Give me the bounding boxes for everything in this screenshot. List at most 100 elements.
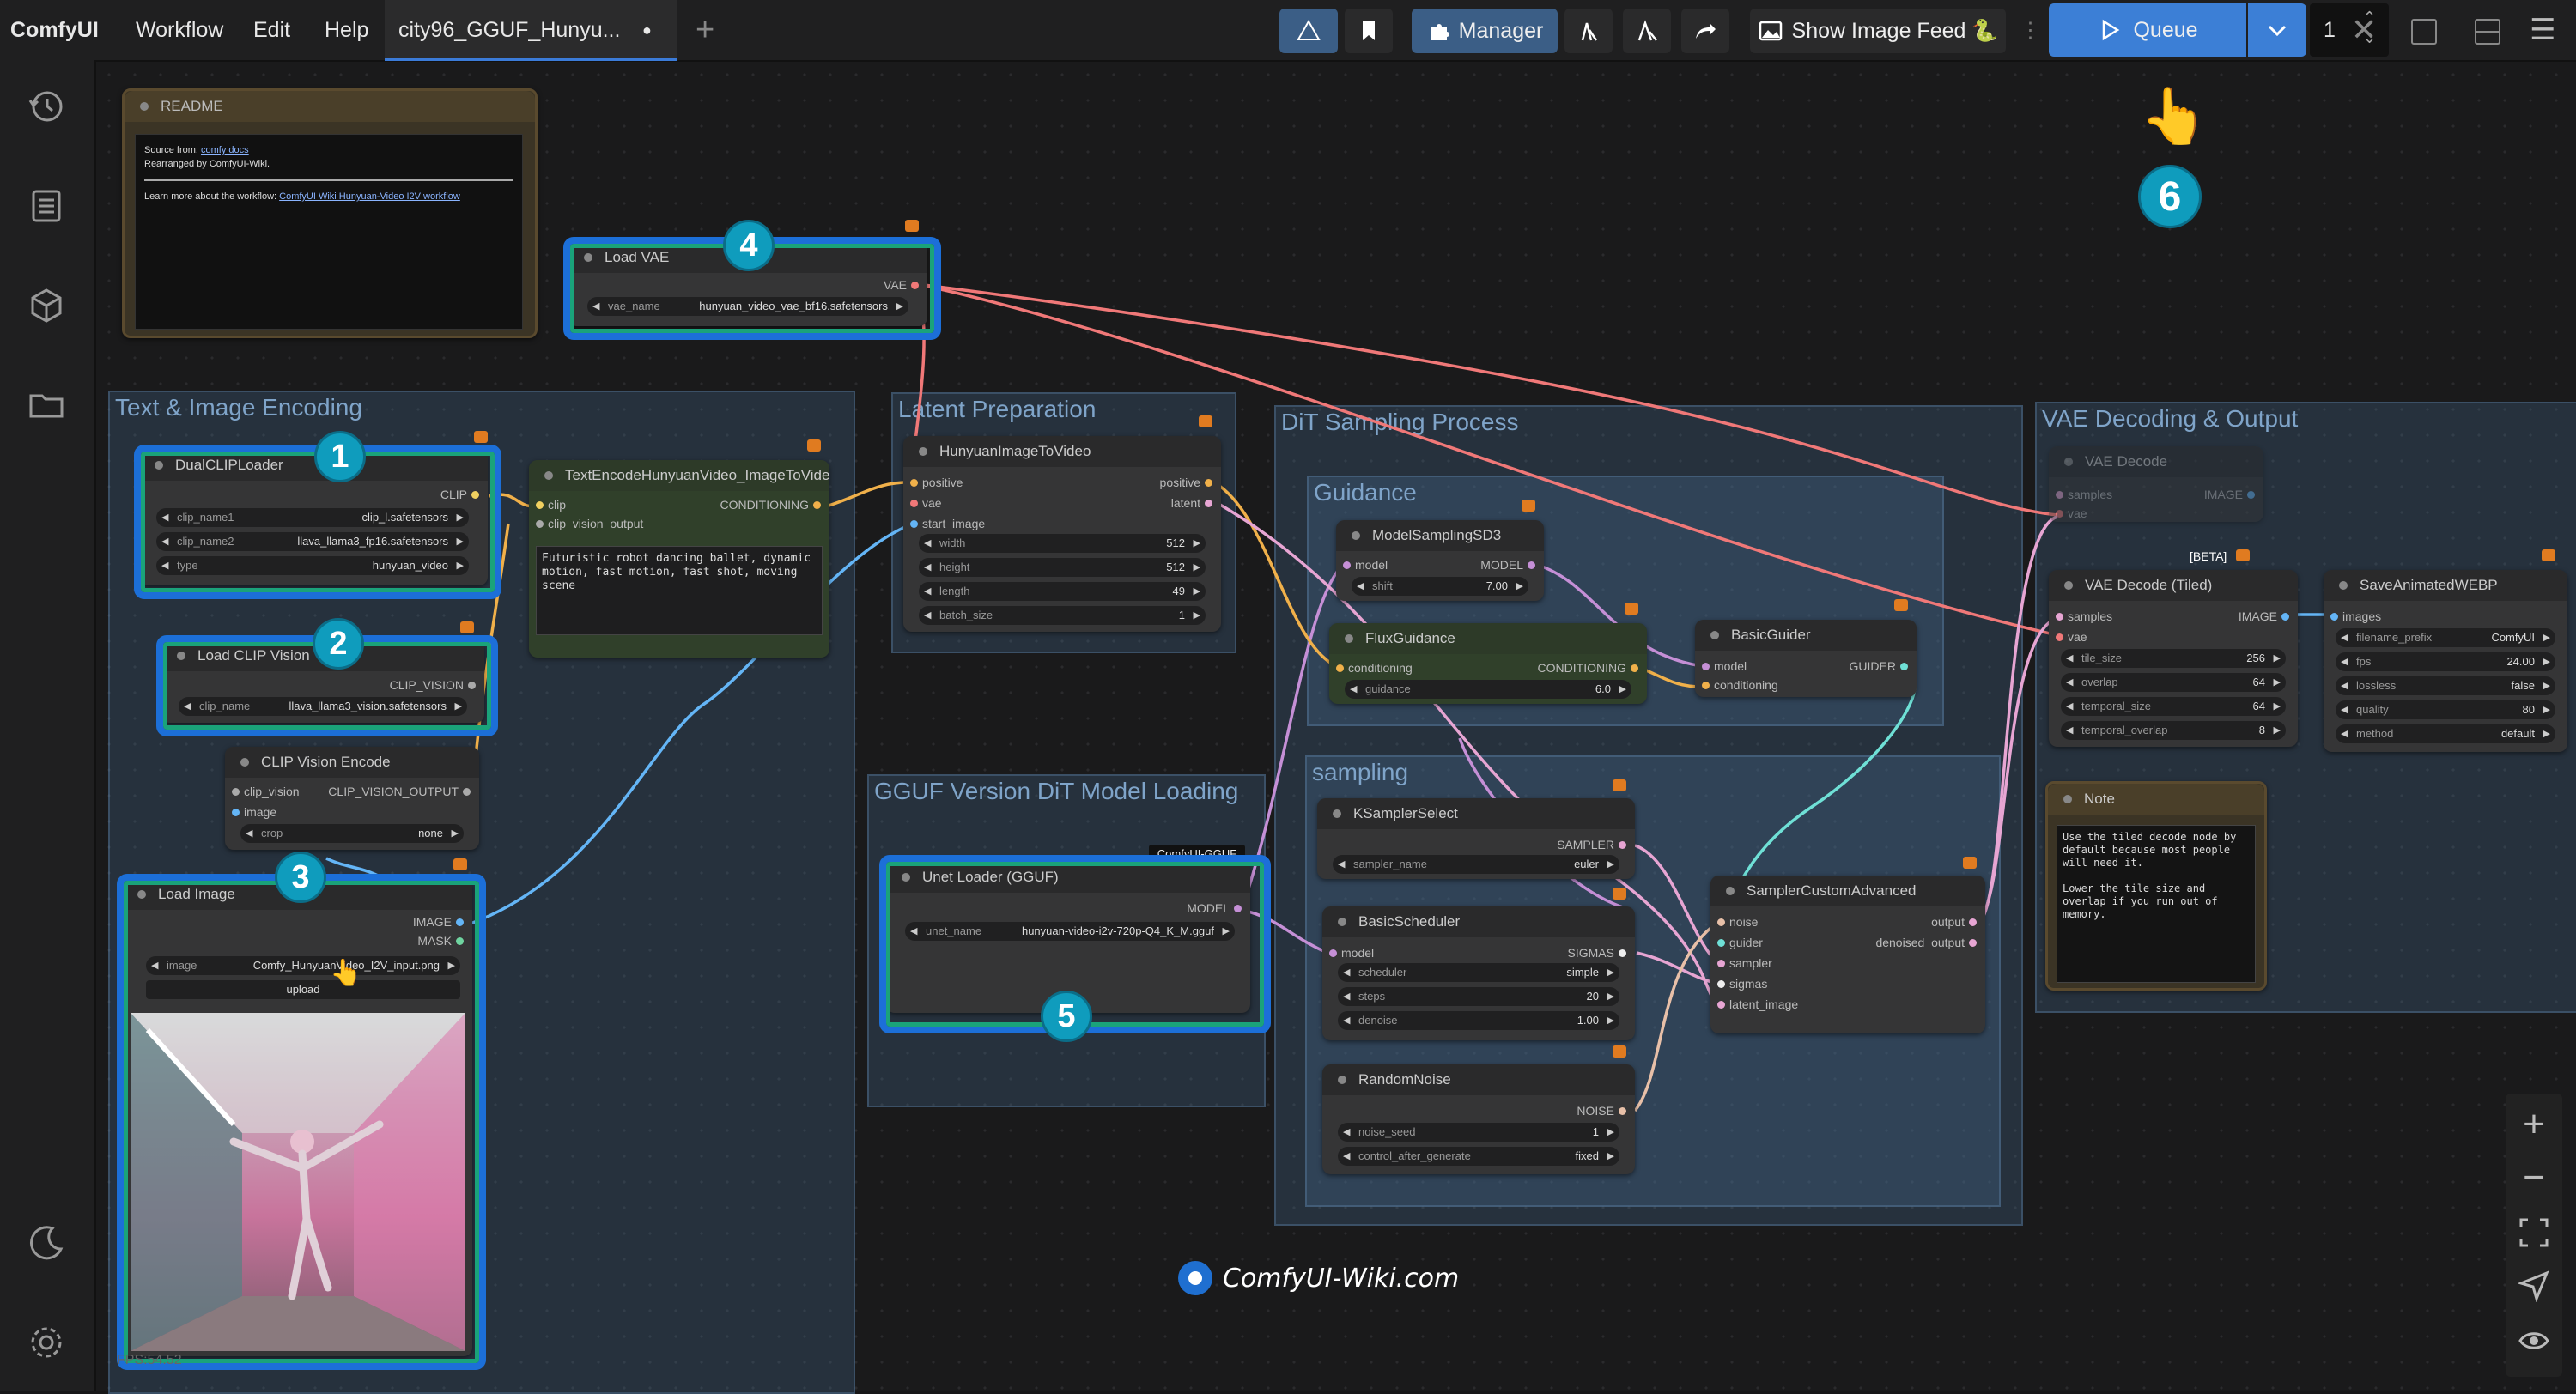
runner-icon-button[interactable]	[1623, 9, 1671, 53]
input-model-dot[interactable]	[1343, 561, 1351, 569]
output-conditioning-dot[interactable]	[1631, 664, 1638, 672]
input-clip-dot[interactable]	[536, 501, 544, 509]
note-text[interactable]: Use the tiled decode node by default bec…	[2057, 825, 2256, 983]
settings-gear-icon[interactable]	[24, 1320, 69, 1365]
input-model-dot[interactable]	[1702, 663, 1710, 670]
node-hunyuan-image-to-video[interactable]: HunyuanImageToVideo positive vae start_i…	[903, 436, 1221, 632]
close-icon[interactable]: ✕	[2351, 12, 2378, 47]
node-vae-decode-tiled[interactable]: VAE Decode (Tiled) samples vae IMAGE til…	[2049, 570, 2298, 747]
history-icon[interactable]	[24, 84, 69, 129]
queue-dropdown-button[interactable]	[2248, 3, 2306, 57]
output-positive-dot[interactable]	[1205, 479, 1212, 487]
menu-workflow[interactable]: Workflow	[136, 18, 224, 42]
readme-learn-link[interactable]: ComfyUI Wiki Hunyuan-Video I2V workflow	[279, 191, 460, 202]
share-button[interactable]	[1681, 9, 1729, 53]
output-mask-dot[interactable]	[456, 937, 464, 945]
zoom-out-icon[interactable]: −	[2523, 1156, 2545, 1198]
node-unet-loader-gguf[interactable]: Unet Loader (GGUF) MODEL unet_namehunyua…	[886, 862, 1250, 1013]
input-sampler-dot[interactable]	[1717, 960, 1725, 967]
output-image-dot[interactable]	[2281, 613, 2289, 621]
input-samples-dot[interactable]	[2056, 491, 2063, 499]
decrement-icon[interactable]: ⌄	[2363, 29, 2377, 46]
input-latent-image-dot[interactable]	[1717, 1001, 1725, 1009]
hamburger-menu-icon[interactable]: ☰	[2530, 14, 2556, 46]
output-denoised-output-dot[interactable]	[1969, 939, 1977, 947]
menu-edit[interactable]: Edit	[253, 18, 291, 42]
node-save-animated-webp[interactable]: SaveAnimatedWEBP images filename_prefixC…	[2324, 570, 2567, 752]
node-dual-clip-loader[interactable]: DualCLIPLoader CLIP clip_name1clip_l.saf…	[139, 450, 488, 585]
readme-node[interactable]: README Source from: comfy docs Rearrange…	[122, 88, 538, 338]
node-clip-vision-encode[interactable]: CLIP Vision Encode clip_vision image CLI…	[225, 747, 479, 850]
node-basic-guider[interactable]: BasicGuider model conditioning GUIDER	[1695, 620, 1917, 697]
node-sampler-custom-advanced[interactable]: SamplerCustomAdvanced noise guider sampl…	[1710, 876, 1985, 1033]
add-tab-icon[interactable]: +	[696, 12, 715, 48]
output-image-dot[interactable]	[2247, 491, 2255, 499]
input-positive-dot[interactable]	[910, 479, 918, 487]
output-output-dot[interactable]	[1969, 918, 1977, 926]
input-guider-dot[interactable]	[1717, 939, 1725, 947]
folder-icon[interactable]	[24, 383, 69, 427]
toggle-link-visibility-icon[interactable]	[2510, 1317, 2558, 1365]
output-sigmas-dot[interactable]	[1619, 949, 1626, 957]
comfy-icon-button[interactable]	[1279, 9, 1338, 53]
input-image-dot[interactable]	[232, 809, 240, 816]
node-load-image[interactable]: Load Image IMAGE MASK imageComfy_Hunyuan…	[122, 879, 472, 1356]
output-clip-vision-dot[interactable]	[468, 682, 476, 689]
input-vae-dot[interactable]	[910, 500, 918, 507]
input-model-dot[interactable]	[1329, 949, 1337, 957]
input-noise-dot[interactable]	[1717, 918, 1725, 926]
theme-moon-icon[interactable]	[24, 1221, 69, 1265]
output-image-dot[interactable]	[456, 918, 464, 926]
model-library-cube-icon[interactable]	[24, 283, 69, 328]
output-sampler-dot[interactable]	[1619, 841, 1626, 849]
node-flux-guidance[interactable]: FluxGuidance conditioning CONDITIONING g…	[1329, 623, 1647, 704]
unet-name-widget[interactable]: unet_namehunyuan-video-i2v-720p-Q4_K_M.g…	[905, 922, 1235, 941]
input-sigmas-dot[interactable]	[1717, 980, 1725, 988]
queue-count-input[interactable]: 1 ⌃ ⌄	[2310, 3, 2389, 57]
upload-button[interactable]: upload	[146, 980, 460, 999]
input-conditioning-dot[interactable]	[1702, 682, 1710, 689]
app-logo[interactable]: ComfyUI	[10, 18, 99, 42]
increment-icon[interactable]: ⌃	[2363, 9, 2377, 26]
input-vae-dot[interactable]	[2056, 633, 2063, 641]
readme-source-link[interactable]: comfy docs	[201, 145, 249, 155]
show-image-feed-button[interactable]: Show Image Feed 🐍	[1750, 9, 2006, 53]
input-images-dot[interactable]	[2330, 613, 2338, 621]
node-note[interactable]: Note Use the tiled decode node by defaul…	[2045, 781, 2267, 991]
node-vae-decode[interactable]: VAE Decode samples vae IMAGE	[2049, 446, 2263, 522]
maximize-icon[interactable]	[2411, 19, 2437, 45]
input-conditioning-dot[interactable]	[1336, 664, 1344, 672]
input-clip-vision-dot[interactable]	[232, 788, 240, 796]
output-clip-vision-output-dot[interactable]	[463, 788, 471, 796]
fit-view-icon[interactable]	[2510, 1209, 2558, 1257]
workflow-tab[interactable]: city96_GGUF_Hunyu... ●	[385, 0, 677, 61]
menu-help[interactable]: Help	[325, 18, 369, 42]
select-mode-icon[interactable]	[2510, 1262, 2558, 1310]
zoom-in-icon[interactable]: +	[2523, 1103, 2545, 1145]
queue-button[interactable]: Queue	[2049, 3, 2246, 57]
manager-button[interactable]: Manager	[1412, 9, 1558, 53]
